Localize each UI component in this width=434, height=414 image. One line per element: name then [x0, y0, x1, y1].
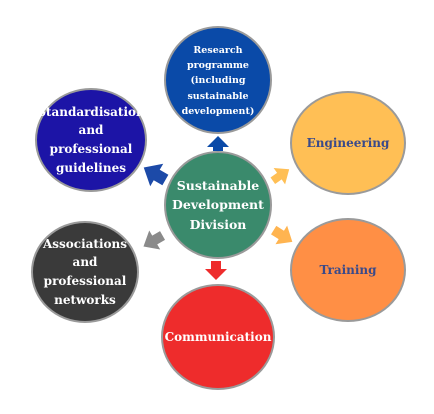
node-associations-label: Associations and professional networks — [42, 236, 128, 307]
arrow-to-associations — [143, 230, 166, 250]
arrow-to-communication — [205, 261, 227, 280]
node-research-programme: Research programme (including sustainabl… — [164, 26, 272, 134]
node-training: Training — [290, 218, 406, 322]
node-communication: Communication — [161, 284, 275, 390]
node-engineering: Engineering — [290, 91, 406, 195]
arrow-to-training — [271, 225, 293, 245]
node-sustainable-development-division: Sustainable Development Division — [164, 151, 272, 259]
node-engineering-label: Engineering — [306, 135, 390, 150]
node-associations: Associations and professional networks — [31, 221, 139, 323]
node-center-label: Sustainable Development Division — [172, 177, 264, 232]
node-communication-label: Communication — [164, 329, 272, 344]
node-training-label: Training — [319, 262, 377, 277]
arrow-to-engineering — [270, 167, 290, 185]
arrow-to-research — [207, 136, 229, 151]
node-research-label: Research programme (including sustainabl… — [181, 45, 255, 117]
node-standardisation-label: Standardisation and professional guideli… — [37, 104, 145, 175]
node-standardisation: Standardisation and professional guideli… — [35, 88, 147, 192]
